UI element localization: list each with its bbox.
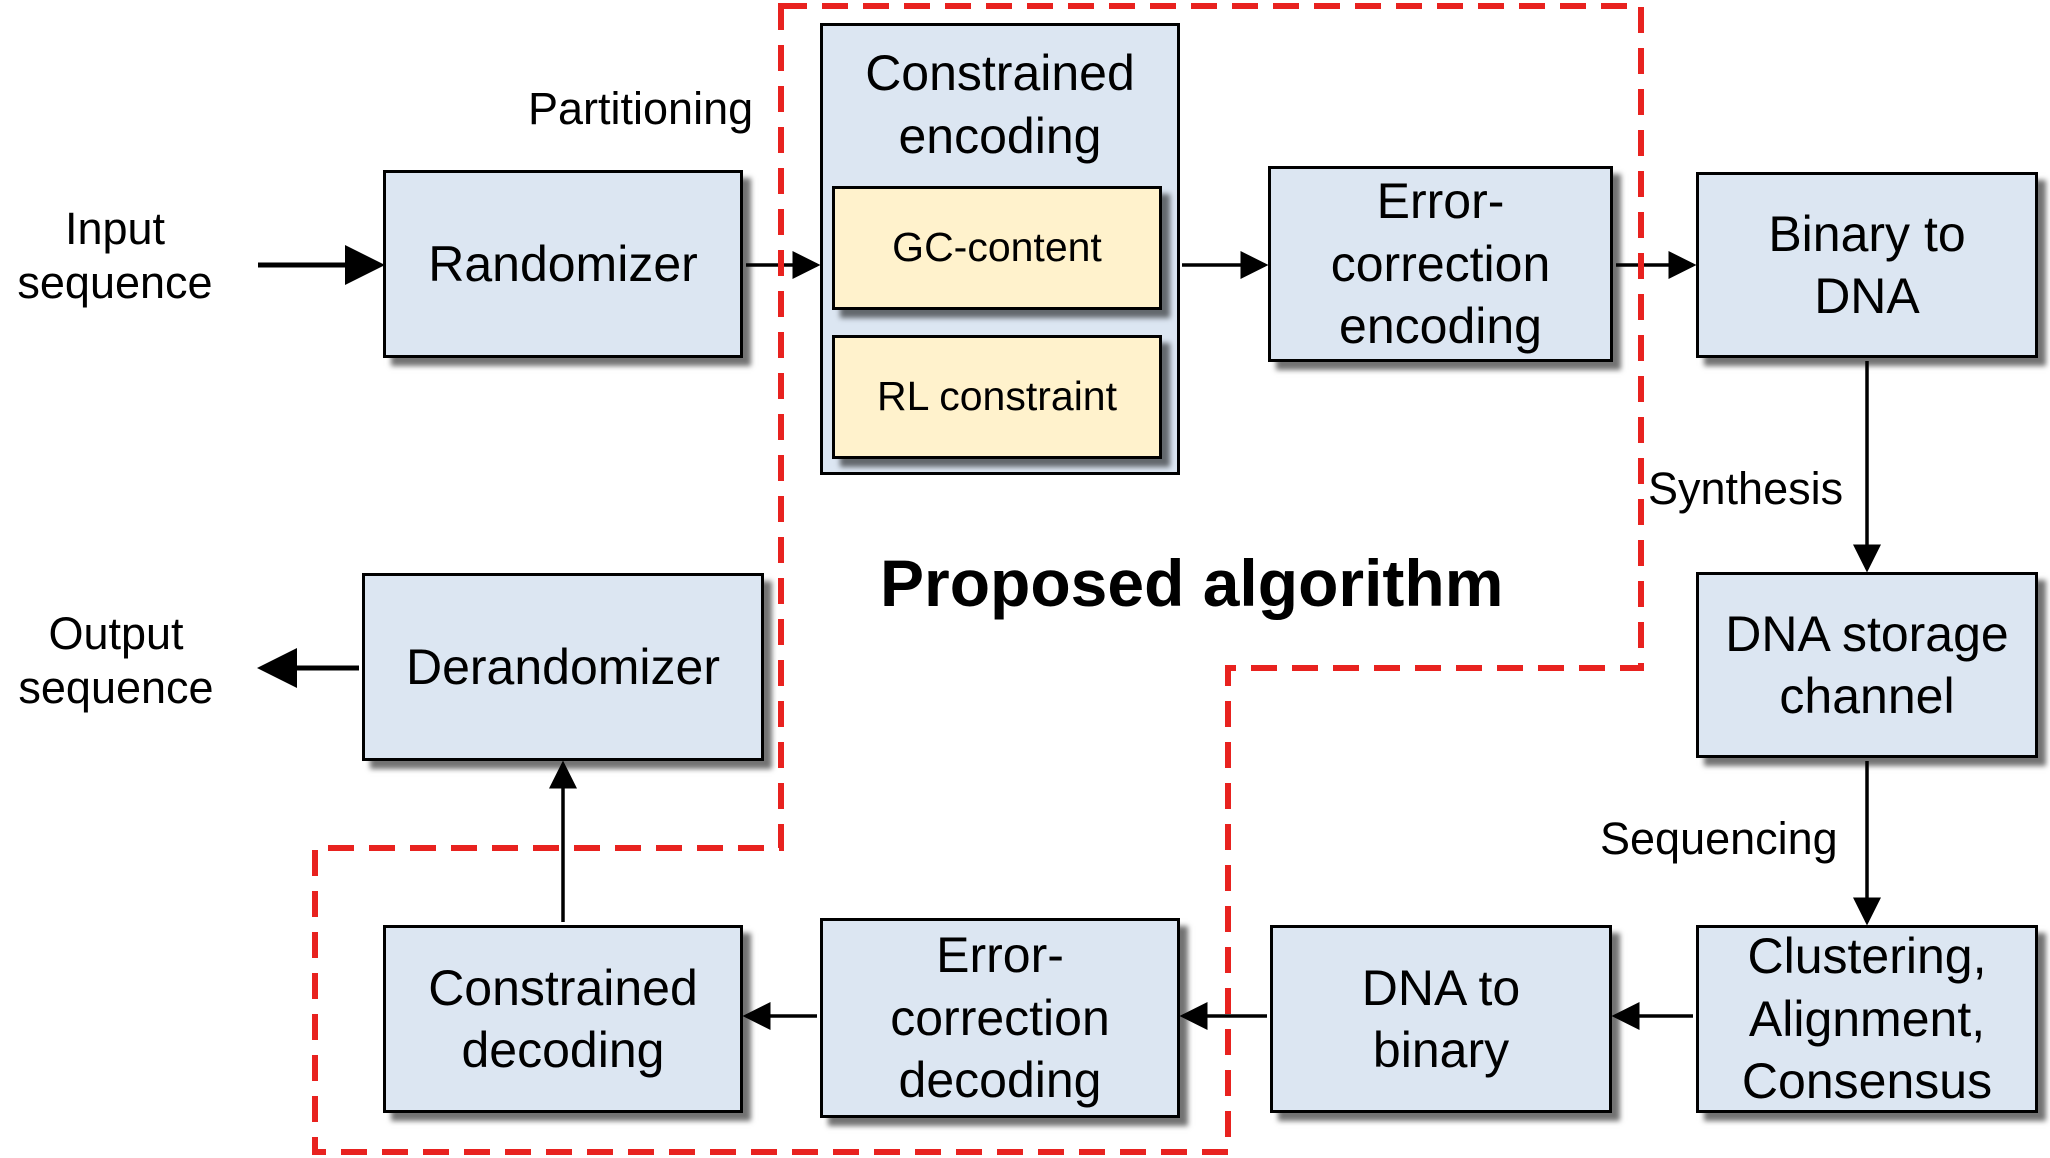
constrained-encoding-label: Constrained encoding [865,45,1135,164]
rl-constraint-block: RL constraint [832,335,1162,459]
binary-to-dna-label: Binary to DNA [1768,205,1966,325]
ecc-encoding-label: Error- correction encoding [1330,173,1551,355]
derandomizer-block: Derandomizer [362,573,764,761]
constrained-decoding-block: Constrained decoding [383,925,743,1113]
clustering-label: Clustering, Alignment, Consensus [1741,928,1993,1110]
constrained-decoding-label: Constrained decoding [428,959,698,1079]
dna-storage-channel-label: DNA storage channel [1725,605,2009,725]
randomizer-label: Randomizer [428,235,698,292]
rl-constraint-label: RL constraint [876,373,1118,420]
proposed-algorithm-outline [312,3,1644,1155]
output-sequence-label: Output sequence [18,608,214,713]
derandomizer-label: Derandomizer [405,638,720,695]
gc-content-label: GC-content [892,224,1102,271]
sequencing-label: Sequencing [1600,813,1838,864]
randomizer-block: Randomizer [383,170,743,358]
proposed-algorithm-title: Proposed algorithm [880,546,1504,620]
clustering-block: Clustering, Alignment, Consensus [1696,925,2038,1113]
ecc-decoding-label: Error- correction decoding [890,927,1110,1109]
synthesis-label: Synthesis [1648,463,1844,514]
ecc-decoding-block: Error- correction decoding [820,918,1180,1118]
binary-to-dna-block: Binary to DNA [1696,172,2038,358]
dna-to-binary-label: DNA to binary [1361,959,1521,1079]
gc-content-block: GC-content [832,186,1162,310]
dna-to-binary-block: DNA to binary [1270,925,1612,1113]
ecc-encoding-block: Error- correction encoding [1268,166,1613,362]
partitioning-label: Partitioning [528,83,754,134]
dna-storage-channel-block: DNA storage channel [1696,572,2038,758]
input-sequence-label: Input sequence [17,203,213,308]
